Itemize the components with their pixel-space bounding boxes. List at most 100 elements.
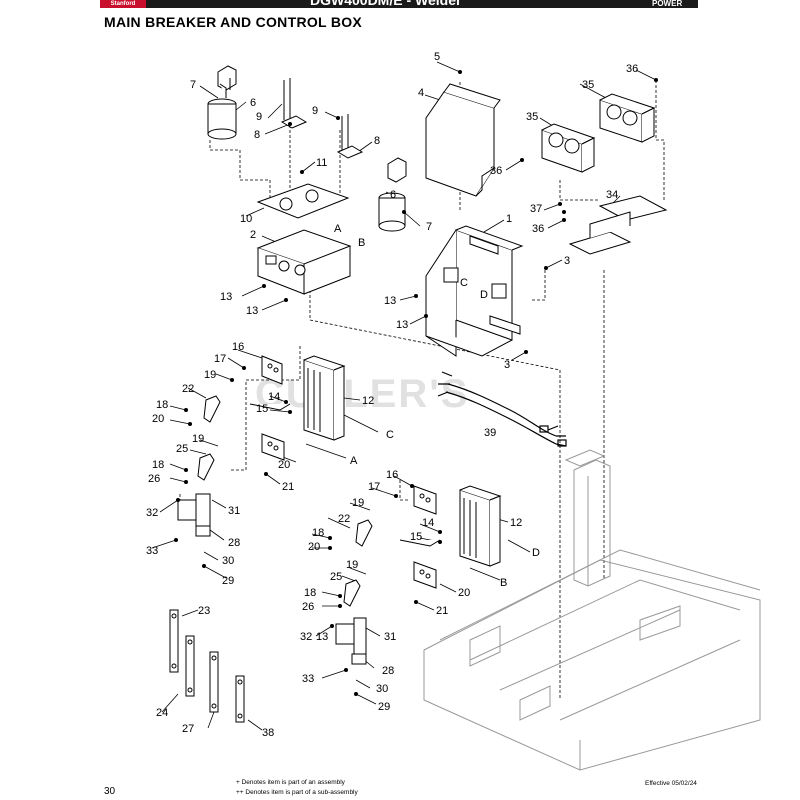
callout: 35 <box>582 79 594 91</box>
callout: 17 <box>368 481 380 493</box>
callout: 3 <box>564 255 570 267</box>
callout: 27 <box>182 723 194 735</box>
callout: 16 <box>386 469 398 481</box>
callout: 21 <box>436 605 448 617</box>
wiring-harness <box>437 371 567 447</box>
callout: 21 <box>282 481 294 493</box>
callout: 19 <box>204 369 216 381</box>
callout: 18 <box>304 587 316 599</box>
callout: 30 <box>222 555 234 567</box>
callout: 39 <box>484 427 496 439</box>
callout: 19 <box>346 559 358 571</box>
callout: 15 <box>256 403 268 415</box>
callout: 32 <box>146 507 158 519</box>
callout: 24 <box>156 707 168 719</box>
callout: 30 <box>376 683 388 695</box>
reference-letter: A <box>350 455 358 467</box>
callout: 28 <box>228 537 240 549</box>
callout: 7 <box>426 221 432 233</box>
callout: 28 <box>382 665 394 677</box>
callout: 22 <box>338 513 350 525</box>
reference-letter: C <box>460 277 468 289</box>
callout: 19 <box>352 497 364 509</box>
callout: 18 <box>156 399 168 411</box>
callout: 6 <box>390 189 396 201</box>
callout-labels: 1 2 3 3 4 5 6 6 7 7 8 8 9 9 10 11 12 12 … <box>146 51 638 739</box>
callout: 38 <box>262 727 274 739</box>
callout: 20 <box>278 459 290 471</box>
callout: 16 <box>232 341 244 353</box>
callout: 6 <box>250 97 256 109</box>
callout: 36 <box>626 63 638 75</box>
reference-letter: B <box>358 237 365 249</box>
callout: 31 <box>384 631 396 643</box>
reference-letter: D <box>532 547 540 559</box>
callout: 5 <box>434 51 440 63</box>
callout: 17 <box>214 353 226 365</box>
callout: 14 <box>268 391 280 403</box>
reference-letter: C <box>386 429 394 441</box>
brand-logo: Stanford <box>100 0 146 8</box>
callout: 13 <box>246 305 258 317</box>
callout: 13 <box>384 295 396 307</box>
reference-letters: A A B B C C D D <box>334 223 540 589</box>
effective-date: Effective 05/02/24 <box>645 780 697 787</box>
callout: 20 <box>152 413 164 425</box>
callout: 29 <box>222 575 234 587</box>
callout: 9 <box>256 111 262 123</box>
footnote-sub-assembly: ++ Denotes item is part of a sub-assembl… <box>236 789 358 796</box>
page-title: MAIN BREAKER AND CONTROL BOX <box>104 14 363 30</box>
relay-assembly-left <box>207 65 407 295</box>
callout: 14 <box>422 517 434 529</box>
callout: 18 <box>152 459 164 471</box>
page-number: 30 <box>104 786 116 797</box>
callout: 13 <box>316 631 328 643</box>
callout: 12 <box>510 517 522 529</box>
callout: 34 <box>606 189 618 201</box>
base-frame <box>423 449 761 771</box>
reference-letter: A <box>334 223 342 235</box>
fastener-dots <box>174 70 658 696</box>
callout: 25 <box>176 443 188 455</box>
terminal-assembly-lower <box>335 485 502 665</box>
callout: 35 <box>526 111 538 123</box>
callout: 23 <box>198 605 210 617</box>
callout: 32 <box>300 631 312 643</box>
callout: 13 <box>220 291 232 303</box>
callout: 3 <box>504 359 510 371</box>
reference-letter: D <box>480 289 488 301</box>
bus-bars <box>169 609 245 723</box>
callout: 37 <box>530 203 542 215</box>
control-box-assembly <box>425 83 668 357</box>
callout: 29 <box>378 701 390 713</box>
callout: 36 <box>490 165 502 177</box>
callout: 22 <box>182 383 194 395</box>
power-logo: POWER <box>652 0 683 8</box>
callout: 1 <box>506 213 512 225</box>
footnote-assembly: + Denotes item is part of an assembly <box>236 779 345 786</box>
callout: 8 <box>374 135 380 147</box>
callout: 26 <box>148 473 160 485</box>
callout: 2 <box>250 229 256 241</box>
callout: 36 <box>532 223 544 235</box>
callout: 18 <box>312 527 324 539</box>
terminal-assembly-upper <box>177 355 346 537</box>
callout: 4 <box>418 87 424 99</box>
callout: 15 <box>410 531 422 543</box>
callout: 19 <box>192 433 204 445</box>
reference-letter: B <box>500 577 507 589</box>
callout: 9 <box>312 105 318 117</box>
callout: 31 <box>228 505 240 517</box>
header-title: DGW400DM/E - Welder <box>310 0 462 8</box>
callout: 33 <box>302 673 314 685</box>
callout: 20 <box>308 541 320 553</box>
callout: 11 <box>316 157 327 169</box>
callout: 33 <box>146 545 158 557</box>
callout: 10 <box>240 213 252 225</box>
callout: 25 <box>330 571 342 583</box>
callout: 13 <box>396 319 408 331</box>
callout: 12 <box>362 395 374 407</box>
callout: 7 <box>190 79 196 91</box>
callout: 26 <box>302 601 314 613</box>
